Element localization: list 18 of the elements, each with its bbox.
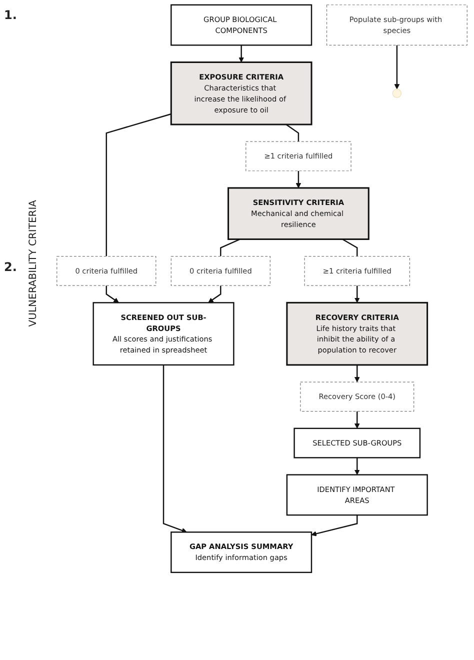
step-number: 1. (4, 8, 17, 22)
arrow (354, 286, 360, 303)
bracket-label: VULNERABILITY CRITERIA (28, 200, 39, 327)
arrow (296, 170, 302, 188)
arrow (311, 515, 358, 536)
arrow (208, 286, 222, 303)
connector (342, 238, 358, 256)
arrow (354, 364, 360, 382)
arrow (394, 45, 400, 90)
connector (286, 124, 300, 142)
step-number: 2. (4, 260, 17, 274)
arrow (238, 45, 244, 62)
connector (220, 238, 240, 256)
arrow (354, 411, 360, 429)
connector (106, 113, 172, 256)
arrow (354, 458, 360, 476)
arrow (106, 286, 119, 303)
arrow (162, 364, 187, 533)
